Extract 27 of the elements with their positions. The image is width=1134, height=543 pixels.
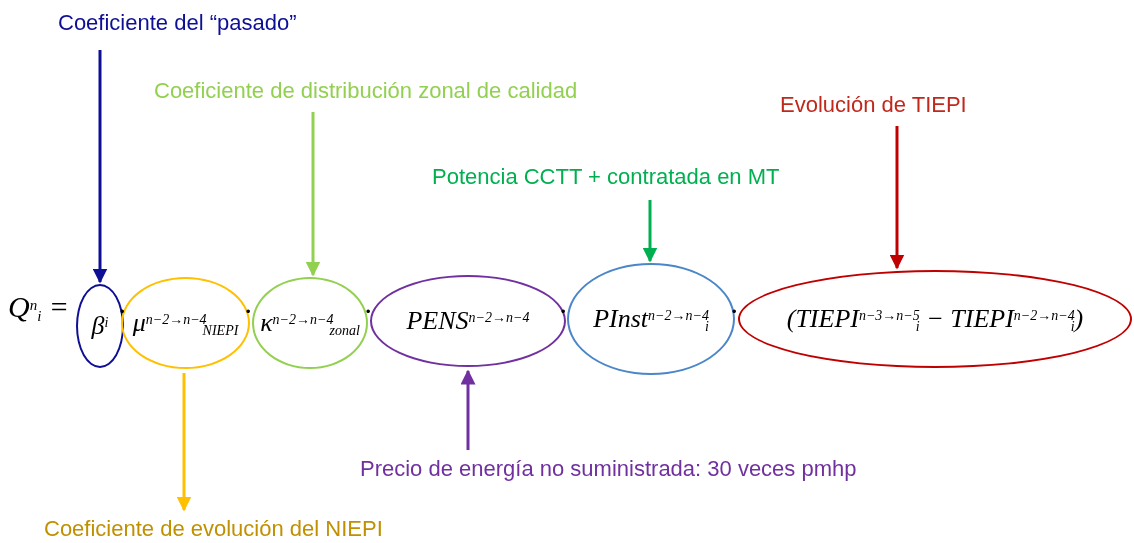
arrow [176,373,192,512]
highlight-ellipse [252,277,368,369]
annotation-text: Coeficiente del “pasado” [58,10,297,35]
arrow [305,112,321,277]
annotation-text: Evolución de TIEPI [780,92,967,117]
multiplication-dot: · [364,296,372,326]
arrow [642,200,658,263]
highlight-ellipse [76,284,124,368]
arrow [92,50,108,284]
annotation-text: Potencia CCTT + contratada en MT [432,164,780,189]
highlight-ellipse [738,270,1132,368]
multiplication-dot: · [244,296,252,326]
multiplication-dot: · [559,296,567,326]
formula-term: (TIEPI$^{n−3→n−5}$$_{i}$ − TIEPI$^{n−2→n−4}$$_{i}$) [786,306,1084,332]
annotation-text: Coeficiente de distribución zonal de calidad [154,78,578,103]
formula-term: PENS$^{n−2→n−4}$ [406,308,530,334]
formula-term: Q$^{n}$$_{i}$ = [8,292,70,322]
formula-term: β$^{i}$ [91,313,109,339]
highlight-ellipse [121,277,250,369]
arrow [460,369,476,450]
multiplication-dot: · [118,296,126,326]
annotation-text: Coeficiente de evolución del NIEPI [44,516,383,541]
annotation-text: Precio de energía no suministrada: 30 veces pmhp [360,456,857,481]
arrow [889,126,905,270]
multiplication-dot: · [730,296,738,326]
highlight-ellipse [567,263,735,375]
highlight-ellipse [370,275,566,367]
